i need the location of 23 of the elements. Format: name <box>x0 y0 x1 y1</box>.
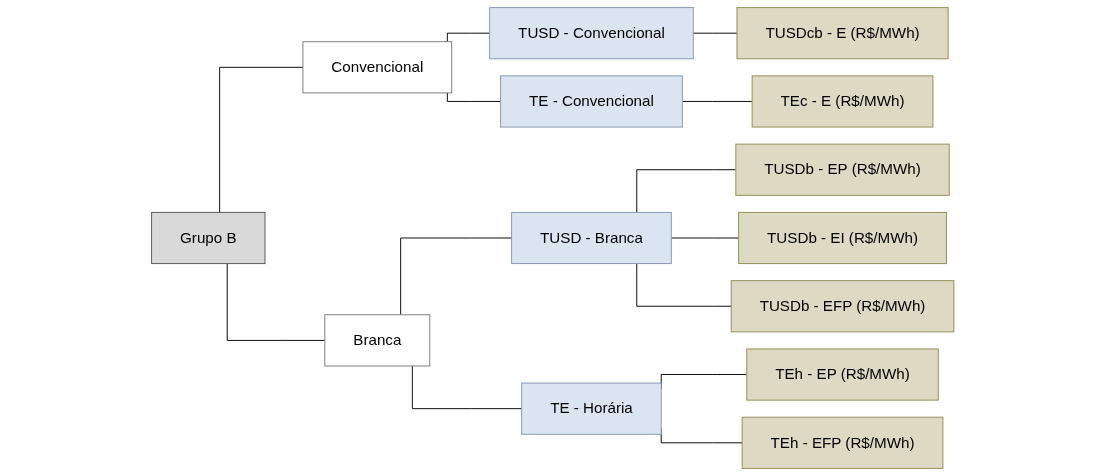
node-box: Convencional <box>302 41 453 94</box>
node-box: Branca <box>324 314 431 367</box>
node-box: TUSD - Branca <box>511 211 673 265</box>
connector <box>636 169 737 213</box>
node-box: TUSDb - EI (R$/MWh) <box>738 211 948 265</box>
connector <box>447 92 502 102</box>
node-box: TEh - EP (R$/MWh) <box>746 348 939 401</box>
connector <box>219 66 304 213</box>
connector <box>412 365 523 410</box>
connector <box>682 100 753 102</box>
node-box: TEc - E (R$/MWh) <box>751 75 934 128</box>
connector <box>447 32 491 43</box>
node-box: TUSDcb - E (R$/MWh) <box>736 7 949 60</box>
node-box: Grupo B <box>151 211 266 265</box>
node-box: TE - Convencional <box>500 75 684 128</box>
node-box: TUSD - Convencional <box>489 7 694 60</box>
node-box: TUSDb - EP (R$/MWh) <box>735 143 950 196</box>
node-box: TEh - EFP (R$/MWh) <box>741 416 944 469</box>
node-box: TE - Horária <box>521 382 662 435</box>
connector <box>400 237 513 316</box>
connector <box>636 263 732 307</box>
connector <box>227 263 326 341</box>
node-box: TUSDb - EFP (R$/MWh) <box>731 280 955 333</box>
